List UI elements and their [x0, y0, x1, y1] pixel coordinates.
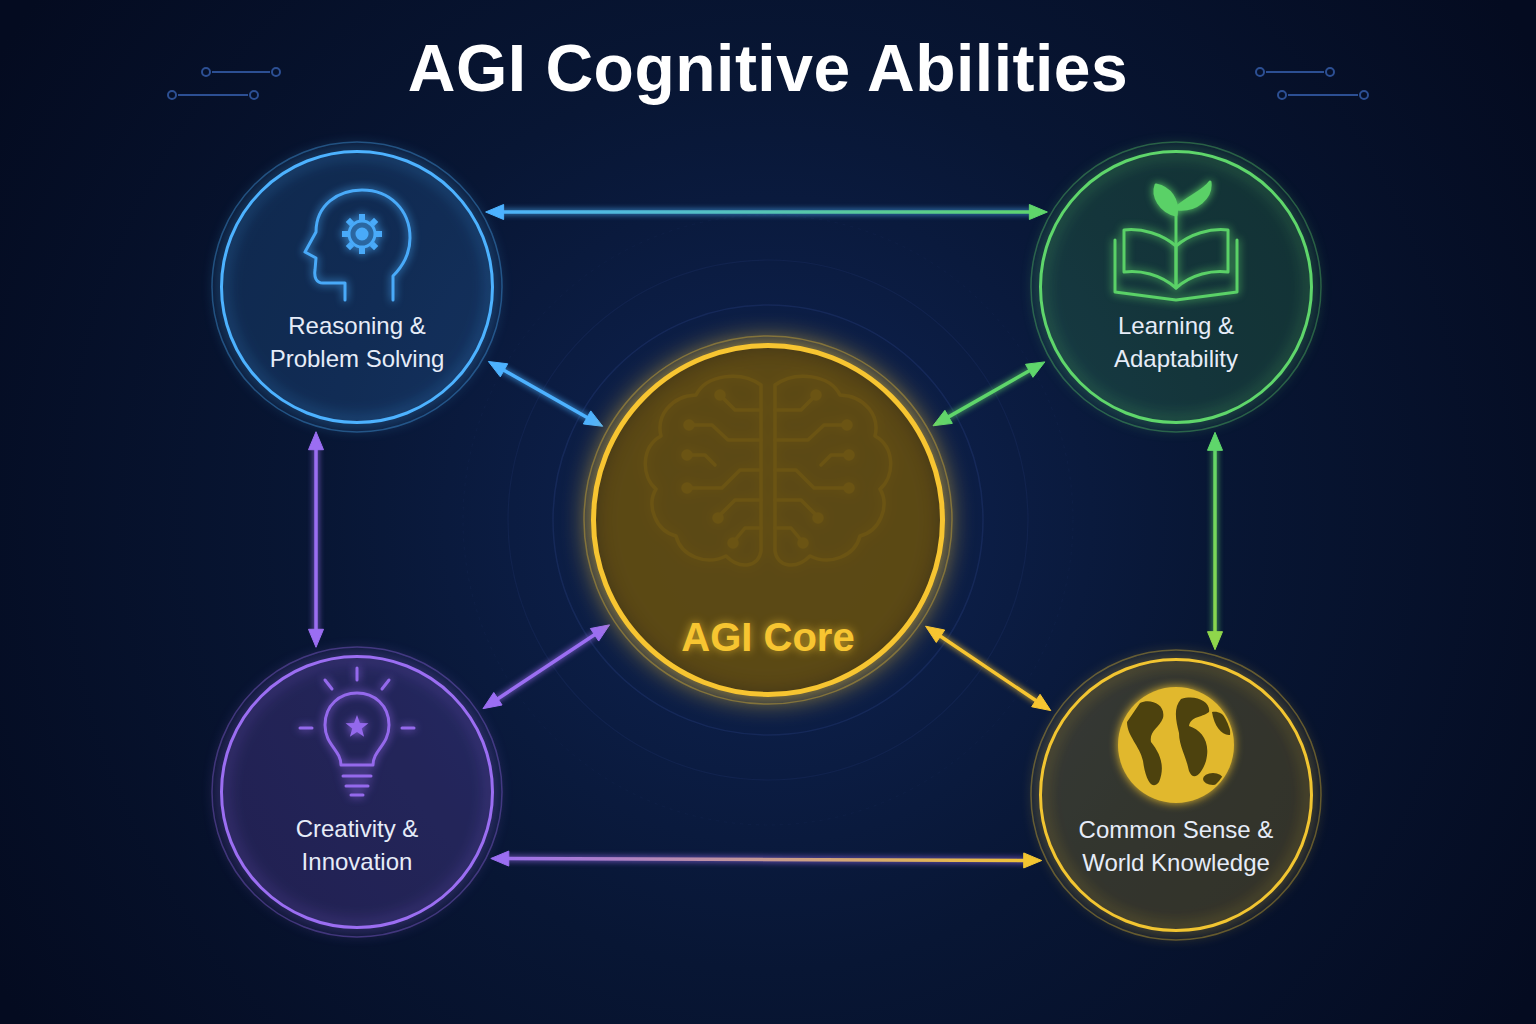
arrow-head — [309, 629, 324, 647]
circuit-dot — [1360, 91, 1368, 99]
circuit-dot — [168, 91, 176, 99]
text-group: Creativity & Innovation — [247, 812, 467, 878]
ability-label: Learning & Adaptability — [1066, 309, 1286, 375]
double-arrow — [488, 361, 602, 426]
double-arrow — [309, 432, 324, 648]
arrow-head — [1208, 432, 1223, 450]
arrow-head — [483, 692, 502, 708]
ability-circle: Common Sense & World Knowledge — [1039, 658, 1313, 932]
circuit-dot — [272, 68, 280, 76]
circuit-dot — [1256, 68, 1264, 76]
outer-ring — [1031, 142, 1321, 432]
connector-line — [1213, 447, 1217, 636]
double-arrow — [926, 626, 1051, 710]
arrow-head — [309, 432, 324, 450]
circuit-dot — [1278, 91, 1286, 99]
arrow-head — [1032, 694, 1051, 710]
arrow-head — [488, 361, 507, 376]
connector-line — [500, 210, 1033, 214]
circuit-dot — [1326, 68, 1334, 76]
halo-ring — [553, 305, 983, 735]
double-arrow — [491, 851, 1042, 868]
ability-circle: Learning & Adaptability — [1039, 150, 1313, 424]
circuit-line — [178, 94, 248, 96]
double-arrow — [1208, 432, 1223, 649]
outer-ring — [1031, 650, 1321, 940]
circle-outline — [220, 150, 494, 424]
ability-circle: Creativity & Innovation — [220, 655, 494, 929]
circle-border — [1041, 660, 1312, 931]
text-group: Learning & Adaptability — [1066, 309, 1286, 375]
circuit-dot — [250, 91, 258, 99]
circle-outline — [1039, 150, 1313, 424]
connector-line — [314, 446, 318, 633]
circle-border — [1041, 152, 1312, 423]
circle-outline — [1039, 658, 1313, 932]
circuit-dot — [202, 68, 210, 76]
circle-border — [594, 346, 943, 695]
arrow-head — [1208, 632, 1223, 650]
arrow-head — [590, 625, 609, 641]
double-arrow — [933, 362, 1045, 426]
circuit-line — [1266, 71, 1324, 73]
outer-ring — [212, 647, 502, 937]
core-circle: AGI Core — [592, 344, 944, 696]
ability-label: Creativity & Innovation — [247, 812, 467, 878]
text-group: Reasoning & Problem Solving — [247, 309, 467, 375]
ability-label: Reasoning & Problem Solving — [247, 309, 467, 375]
arrow-head — [491, 851, 509, 866]
ability-circle: Reasoning & Problem Solving — [220, 150, 494, 424]
outer-ring — [212, 142, 502, 432]
ability-label: Common Sense & World Knowledge — [1063, 813, 1289, 879]
connector-line — [937, 634, 1038, 702]
arrow-head — [1026, 362, 1045, 377]
arrow-head — [933, 410, 952, 425]
circuit-line — [1288, 94, 1358, 96]
double-arrow — [483, 625, 610, 709]
connector-line — [495, 633, 598, 701]
arrow-head — [486, 205, 504, 220]
arrow-head — [1024, 853, 1042, 868]
double-arrow — [486, 205, 1048, 220]
circle-outline — [220, 655, 494, 929]
halo-ring — [508, 260, 1028, 780]
arrow-head — [583, 411, 602, 426]
text-group: AGI Core — [618, 614, 918, 660]
connector-line — [501, 369, 590, 420]
core-label: AGI Core — [618, 614, 918, 660]
arrow-head — [926, 626, 945, 642]
circuit-line — [212, 71, 270, 73]
halo-ring — [463, 215, 1073, 825]
circle-border — [222, 152, 493, 423]
diagram-title: AGI Cognitive Abilities — [0, 28, 1536, 108]
text-group: Common Sense & World Knowledge — [1063, 813, 1289, 879]
outer-ring — [584, 336, 952, 704]
connector-line — [945, 369, 1032, 419]
connector-line — [505, 859, 1027, 861]
arrow-head — [1029, 205, 1047, 220]
circle-border — [222, 657, 493, 928]
